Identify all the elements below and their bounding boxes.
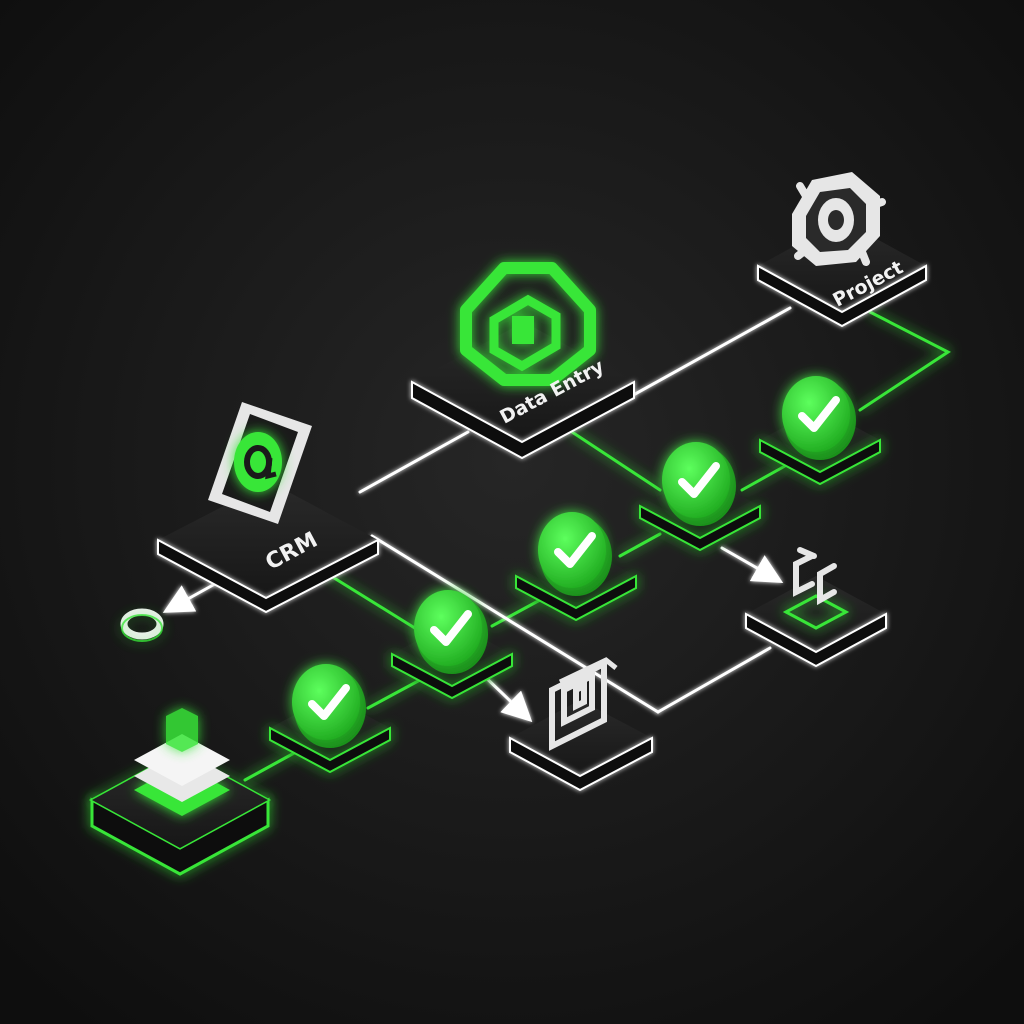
step-disc bbox=[538, 512, 606, 588]
layers-stack-icon bbox=[134, 708, 230, 816]
archive-box-icon bbox=[549, 657, 618, 751]
connector-crm-to-step-2 bbox=[316, 566, 420, 632]
step-disc bbox=[782, 376, 850, 452]
arrow-step-4-to-connector bbox=[720, 546, 784, 583]
step-disc bbox=[662, 442, 730, 518]
connector-tile-accent bbox=[782, 594, 850, 630]
crm-node[interactable]: CRM bbox=[157, 402, 379, 614]
crm-tile-side bbox=[157, 538, 379, 614]
step-tile-side bbox=[759, 438, 881, 486]
connections bbox=[162, 306, 951, 782]
connector-step-2-to-step-3 bbox=[490, 598, 542, 628]
connector-crm-to-archive bbox=[370, 534, 660, 714]
step-4[interactable] bbox=[639, 442, 761, 552]
stack-node[interactable] bbox=[88, 708, 272, 876]
step-disc bbox=[414, 590, 482, 666]
project-tile-side bbox=[757, 264, 927, 328]
step-tile-side bbox=[515, 574, 637, 622]
data-entry-tile-side bbox=[411, 380, 635, 460]
check-icon bbox=[308, 684, 350, 720]
step-tile-side bbox=[391, 652, 513, 700]
project-node[interactable]: Project bbox=[757, 172, 927, 328]
connector-archive-to-connector bbox=[656, 646, 772, 714]
at-sign-icon bbox=[208, 402, 312, 524]
connector-icon bbox=[793, 547, 837, 606]
archive-node[interactable] bbox=[509, 657, 653, 792]
step-2[interactable] bbox=[391, 590, 513, 700]
connector-tile-side bbox=[745, 612, 887, 668]
step-tile-side bbox=[269, 726, 391, 774]
step-5[interactable] bbox=[759, 376, 881, 486]
archive-tile-side bbox=[509, 736, 653, 792]
data-entry-node[interactable]: Data Entry bbox=[411, 262, 635, 460]
step-3[interactable] bbox=[515, 512, 637, 622]
connector-data-entry-to-step-4 bbox=[570, 430, 662, 492]
check-icon bbox=[678, 462, 720, 498]
step-tile-side bbox=[639, 504, 761, 552]
connector-step-3-to-step-4 bbox=[618, 532, 662, 558]
connector-node[interactable] bbox=[745, 547, 887, 668]
check-icon bbox=[798, 396, 840, 432]
step-disc bbox=[292, 664, 360, 740]
connector-step-4-to-step-5 bbox=[740, 464, 787, 492]
ring-endpoint-glow bbox=[121, 614, 163, 642]
check-icon bbox=[430, 610, 472, 646]
step-1[interactable] bbox=[269, 664, 391, 774]
check-icon bbox=[554, 532, 596, 568]
connector-step-1-to-step-2 bbox=[366, 678, 422, 710]
data-entry-icon bbox=[460, 262, 596, 386]
connector-stack-to-step-1 bbox=[243, 750, 298, 782]
connector-project-to-step-5 bbox=[858, 310, 951, 412]
gear-icon bbox=[792, 172, 886, 266]
endpoint-node[interactable] bbox=[120, 608, 164, 642]
connector-data-entry-to-project bbox=[626, 306, 792, 400]
connector-crm-to-data-entry bbox=[358, 430, 470, 494]
